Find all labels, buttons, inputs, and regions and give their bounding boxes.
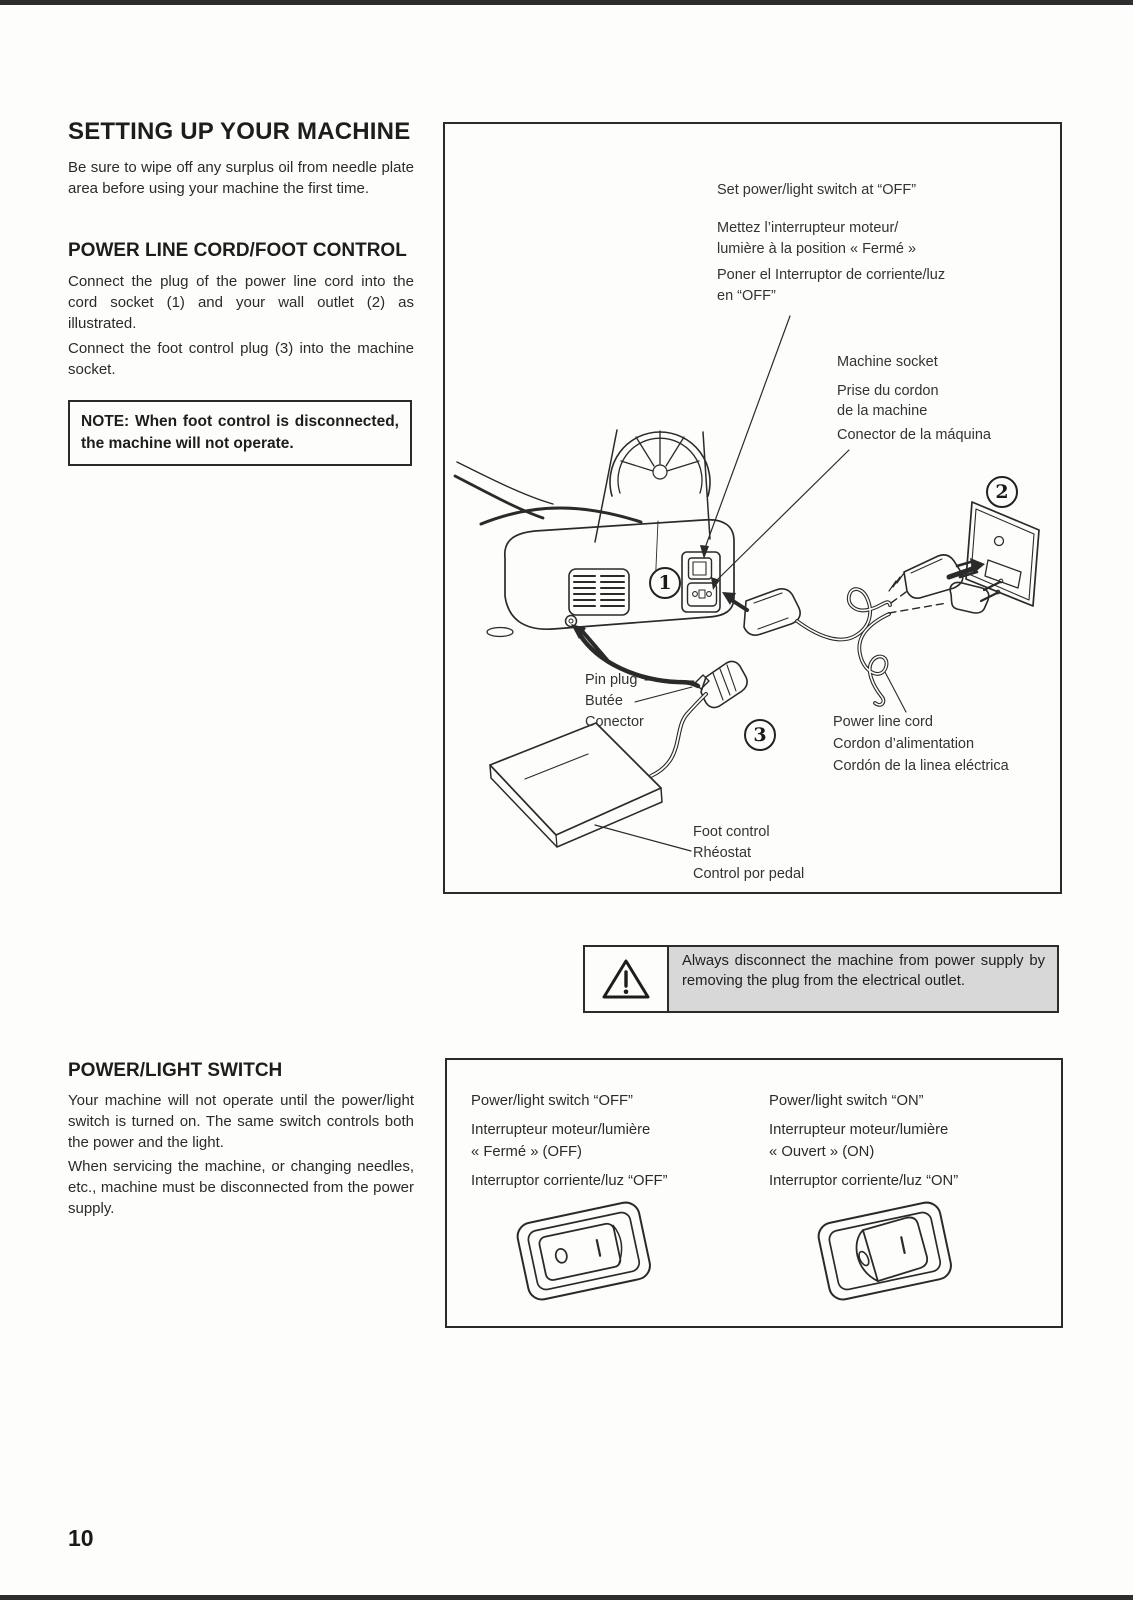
- label-machine-socket-en: Machine socket: [837, 354, 938, 370]
- label-set-switch-es2: en “OFF”: [717, 288, 776, 304]
- switch-on-label-es: Interruptor corriente/luz “ON”: [769, 1173, 959, 1189]
- switch-off-label-fr1: Interrupteur moteur/lumière: [471, 1122, 651, 1138]
- intro-paragraph: Be sure to wipe off any surplus oil from…: [68, 159, 414, 197]
- scan-top-edge: [0, 0, 1133, 5]
- scan-bottom-edge: [0, 1595, 1133, 1600]
- callout-3-badge: 3: [744, 719, 776, 751]
- callout-1-badge: 1: [649, 567, 681, 599]
- label-machine-socket-fr1: Prise du cordon: [837, 383, 939, 399]
- section-heading-power-light-switch: POWER/LIGHT SWITCH: [68, 1060, 283, 1081]
- switch-off-label-fr2: « Fermé » (OFF): [471, 1144, 582, 1160]
- label-foot-control-fr: Rhéostat: [693, 845, 752, 861]
- paragraph-servicing: When servicing the machine, or changing …: [68, 1158, 414, 1217]
- label-set-switch-fr1: Mettez l’interrupteur moteur/: [717, 220, 899, 236]
- page-number: 10: [68, 1525, 94, 1551]
- label-machine-socket-fr2: de la machine: [837, 403, 928, 419]
- switch-on-label-en: Power/light switch “ON”: [769, 1093, 924, 1109]
- label-pin-plug-es: Conector: [585, 714, 644, 730]
- note-text: NOTE: When foot control is disconnected,…: [81, 413, 399, 452]
- label-set-switch-fr2: lumière à la position « Fermé »: [717, 241, 917, 257]
- label-power-cord-fr: Cordon d’alimentation: [833, 736, 975, 752]
- label-foot-control-es: Control por pedal: [693, 866, 805, 882]
- callout-2-badge: 2: [986, 476, 1018, 508]
- warning-text: Always disconnect the machine from power…: [669, 945, 1059, 1013]
- rocker-switch-on-illustration: [817, 1201, 952, 1301]
- main-title: SETTING UP YOUR MACHINE: [68, 118, 411, 145]
- machine-connection-illustration: [453, 315, 1040, 852]
- connection-diagram-panel: Set power/light switch at “OFF” Mettez l…: [443, 122, 1062, 894]
- label-power-cord-en: Power line cord: [833, 714, 933, 730]
- label-set-switch-en: Set power/light switch at “OFF”: [717, 182, 917, 198]
- switch-on-column: Power/light switch “ON” Interrupteur mot…: [769, 1090, 958, 1192]
- label-pin-plug-fr: Butée: [585, 693, 623, 709]
- label-power-cord-es: Cordón de la linea eléctrica: [833, 758, 1009, 774]
- switch-off-label-es: Interruptor corriente/luz “OFF”: [471, 1173, 668, 1189]
- switch-panel: Power/light switch “OFF” Interrupteur mo…: [445, 1058, 1063, 1328]
- label-set-switch-es1: Poner el Interruptor de corriente/luz: [717, 267, 946, 283]
- warning-icon-cell: [583, 945, 669, 1013]
- label-machine-socket-es: Conector de la máquina: [837, 427, 991, 443]
- paragraph-foot-control: Connect the foot control plug (3) into t…: [68, 340, 414, 378]
- label-pin-plug-en: Pin plug: [585, 672, 638, 688]
- warning-panel: Always disconnect the machine from power…: [583, 945, 1059, 1013]
- rocker-switch-off-illustration: [516, 1201, 651, 1301]
- section-heading-power-line-cord: POWER LINE CORD/FOOT CONTROL: [68, 240, 407, 261]
- label-foot-control-en: Foot control: [693, 824, 770, 840]
- switch-on-label-fr1: Interrupteur moteur/lumière: [769, 1122, 949, 1138]
- switch-off-label-en: Power/light switch “OFF”: [471, 1093, 633, 1109]
- note-box: NOTE: When foot control is disconnected,…: [68, 400, 412, 466]
- switch-off-column: Power/light switch “OFF” Interrupteur mo…: [471, 1090, 668, 1192]
- switch-on-label-fr2: « Ouvert » (ON): [769, 1144, 875, 1160]
- paragraph-connect-plug: Connect the plug of the power line cord …: [68, 273, 414, 332]
- paragraph-switch-operate: Your machine will not operate until the …: [68, 1092, 414, 1151]
- warning-triangle-icon: [602, 959, 650, 999]
